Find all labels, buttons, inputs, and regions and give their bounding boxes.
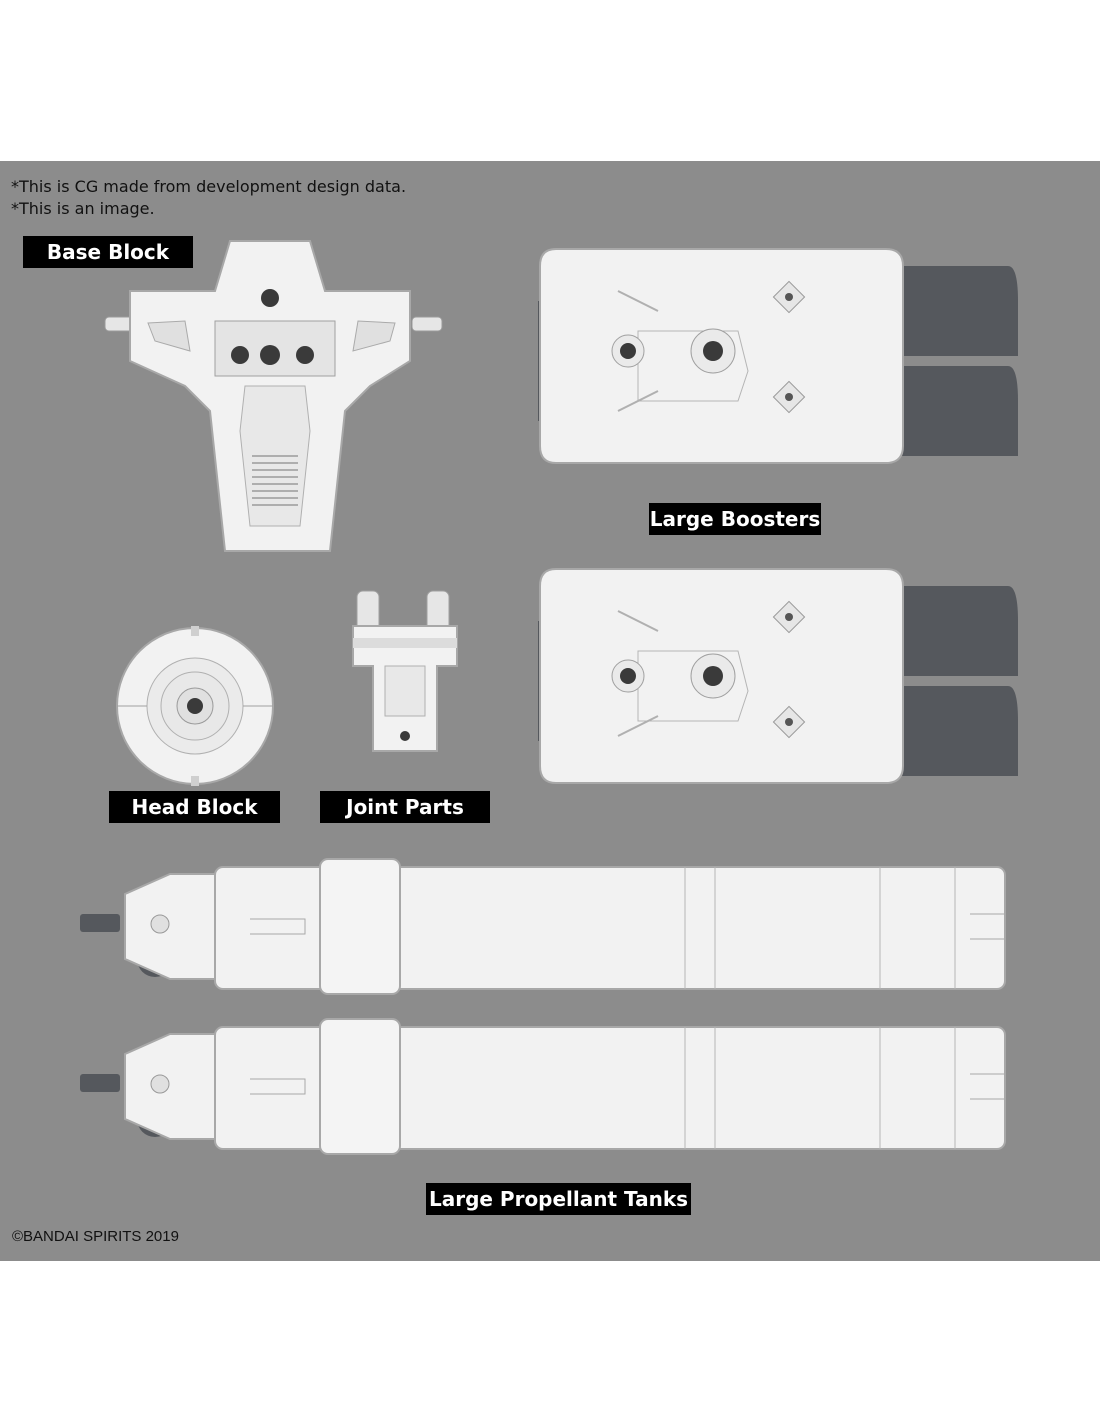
label-joint-parts: Joint Parts bbox=[320, 791, 490, 823]
head-block-part bbox=[116, 626, 274, 786]
joint-parts-part bbox=[352, 590, 458, 752]
label-large-propellant-tanks: Large Propellant Tanks bbox=[426, 1183, 691, 1215]
propellant-tank-part-1 bbox=[80, 858, 1006, 995]
base-block-part bbox=[104, 240, 443, 552]
copyright-notice: ©BANDAI SPIRITS 2019 bbox=[12, 1228, 179, 1245]
label-base-block: Base Block bbox=[23, 236, 193, 268]
disclaimer-note-1: *This is CG made from development design… bbox=[11, 177, 407, 196]
product-image-panel: *This is CG made from development design… bbox=[0, 161, 1100, 1261]
large-booster-part-2 bbox=[538, 568, 1018, 784]
label-large-boosters: Large Boosters bbox=[649, 503, 821, 535]
large-booster-part-1 bbox=[538, 248, 1018, 464]
propellant-tank-part-2 bbox=[80, 1018, 1006, 1155]
label-head-block: Head Block bbox=[109, 791, 280, 823]
disclaimer-note-2: *This is an image. bbox=[11, 199, 155, 218]
